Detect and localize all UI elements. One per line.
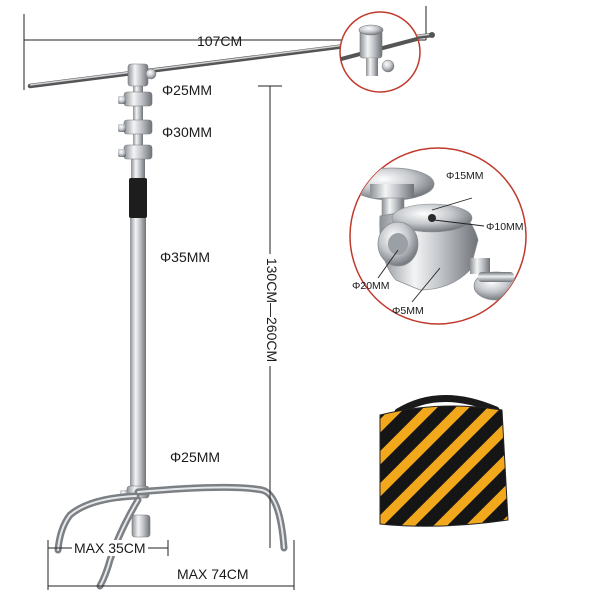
grip-head-small-callout	[339, 11, 421, 93]
callout-d10-label: Φ10MM	[486, 221, 524, 233]
callout-d20-label: Φ20MM	[352, 280, 390, 292]
callout-d15-label: Φ15MM	[446, 170, 484, 182]
callout-d5-label: Φ5MM	[392, 305, 424, 317]
diameter-top-label: Φ25MM	[162, 82, 213, 98]
grip-head-detail-callout	[349, 147, 527, 325]
sandbag	[379, 395, 509, 527]
diameter-riser-label: Φ35MM	[160, 249, 211, 265]
turtle-base	[54, 483, 288, 590]
height-range-label: 130CM—260CM	[264, 254, 280, 366]
base-span-large-label: MAX 74CM	[177, 566, 249, 582]
base-span-small-label: MAX 35CM	[72, 540, 148, 556]
diameter-base-label: Φ25MM	[170, 449, 221, 465]
boom-length-label: 107CM	[197, 33, 243, 49]
stand-column	[118, 63, 157, 499]
diameter-mid-label: Φ30MM	[162, 124, 213, 140]
